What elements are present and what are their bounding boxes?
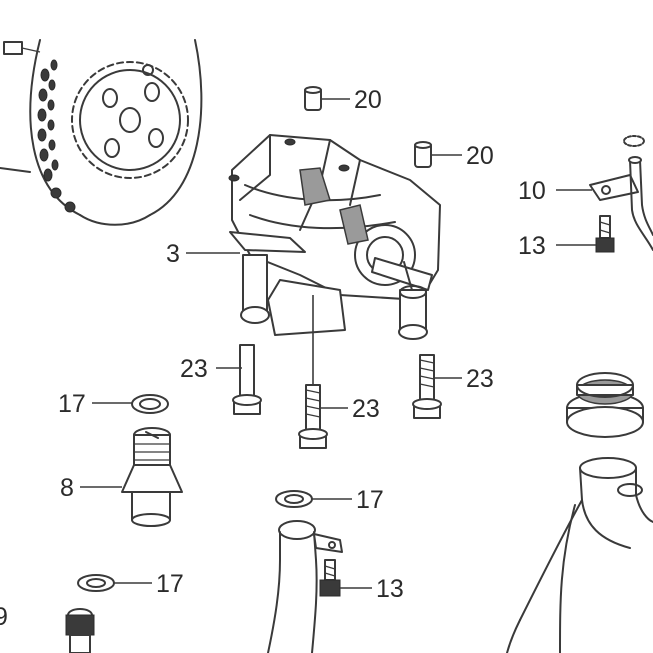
flange-bolt-right bbox=[412, 354, 442, 419]
oil-pump-assembly bbox=[228, 134, 441, 340]
callout-23-left: 23 bbox=[180, 355, 208, 383]
callout-9: 9 bbox=[0, 603, 8, 631]
dowel-pin-upper bbox=[304, 86, 322, 111]
leader-lines bbox=[80, 98, 596, 589]
callout-17-lower: 17 bbox=[156, 570, 184, 598]
callout-10: 10 bbox=[518, 177, 546, 205]
relief-valve-plug bbox=[121, 427, 183, 527]
pipe-bracket bbox=[589, 135, 653, 251]
callout-13-lower: 13 bbox=[376, 575, 404, 603]
chain-bolt bbox=[3, 41, 41, 55]
callout-13-upper: 13 bbox=[518, 232, 546, 260]
callout-17-center: 17 bbox=[356, 486, 384, 514]
callout-8: 8 bbox=[60, 474, 74, 502]
sprocket-and-chain bbox=[0, 39, 203, 226]
sealing-washer-lower bbox=[77, 574, 115, 592]
flange-bolt-left bbox=[232, 344, 262, 415]
callout-20-upper: 20 bbox=[354, 86, 382, 114]
callout-23-right: 23 bbox=[466, 365, 494, 393]
callout-labels: 20 20 10 13 3 23 23 23 17 8 17 17 13 9 bbox=[0, 86, 546, 631]
bracket-bolt-upper bbox=[595, 215, 615, 253]
strainer-bolt bbox=[319, 559, 341, 597]
flange-bolt-center bbox=[298, 384, 328, 449]
dowel-pin-lower bbox=[414, 141, 432, 168]
oil-pressure-switch bbox=[65, 608, 95, 653]
callout-23-center: 23 bbox=[352, 395, 380, 423]
oil-filter-seat bbox=[566, 372, 644, 438]
timing-chain bbox=[37, 59, 76, 213]
callout-17-upper: 17 bbox=[58, 390, 86, 418]
oil-strainer-pipe bbox=[267, 520, 343, 653]
oil-pan-drain bbox=[506, 457, 653, 653]
sealing-washer-center bbox=[275, 490, 313, 508]
sealing-washer-upper bbox=[131, 394, 169, 414]
callout-3: 3 bbox=[166, 240, 180, 268]
callout-20-lower: 20 bbox=[466, 142, 494, 170]
